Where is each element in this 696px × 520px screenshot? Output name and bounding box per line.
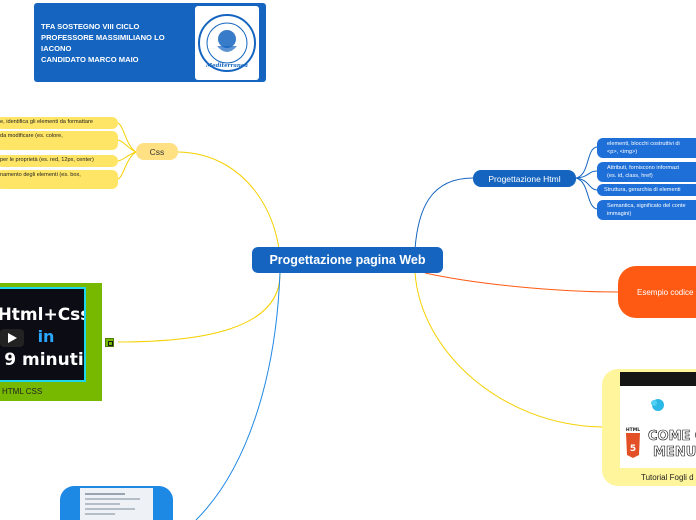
video-title-line-3: 9 minuti: [4, 350, 83, 370]
video-caption: HTML CSS: [2, 387, 43, 396]
svg-text:5: 5: [630, 444, 636, 454]
html5-badge-label: HTML: [626, 427, 640, 433]
header-line-4: CANDIDATO MARCO MAIO: [41, 55, 139, 64]
esempio-codice-node[interactable]: Esempio codice: [618, 266, 696, 318]
bottom-image-thumbnail[interactable]: [80, 488, 153, 520]
central-topic[interactable]: Progettazione pagina Web: [252, 247, 443, 273]
html-item-1[interactable]: elementi, blocchi costruttivi di <p>, <i…: [597, 138, 696, 158]
tutorial-node[interactable]: 5 HTML COME C MENU Tutorial Fogli d: [602, 369, 696, 486]
central-topic-label: Progettazione pagina Web: [269, 253, 426, 267]
header-line-3: IACONO: [41, 44, 72, 53]
html-item-2[interactable]: Attributi, forniscono informazi (es. id,…: [597, 162, 696, 182]
connector-central-esempio: [424, 272, 619, 293]
connector-html-item-1: [575, 146, 598, 179]
tutorial-thumbnail[interactable]: 5 HTML COME C MENU: [620, 372, 696, 468]
header-line-2: PROFESSORE MASSIMILIANO LO: [41, 33, 165, 42]
video-thumbnail[interactable]: Html+Css in 9 minuti: [0, 287, 90, 382]
css-item-3[interactable]: per le proprietà (es. red, 12px, center): [0, 155, 118, 167]
connector-css-item-4: [117, 151, 137, 180]
connector-central-video: [117, 271, 281, 343]
header-line-1: TFA SOSTEGNO VIII CICLO: [41, 22, 140, 31]
html-item-1-line-2: <p>, <img>): [607, 149, 638, 155]
html-item-2-line-2: (es. id, class, href): [607, 173, 653, 179]
header-card: TFA SOSTEGNO VIII CICLO PROFESSORE MASSI…: [34, 3, 266, 82]
connector-central-html: [414, 177, 474, 250]
html-item-4-line-2: immagini): [607, 211, 632, 217]
video-title-line-1: Html+Css: [0, 305, 84, 325]
play-icon: [0, 329, 24, 347]
connector-css-item-1: [117, 122, 137, 153]
connector-css-item-2: [117, 139, 137, 153]
tutorial-thumb-text-1: COME C: [648, 429, 696, 444]
html-item-2-line-1: Attributi, forniscono informazi: [607, 165, 680, 171]
esempio-codice-label: Esempio codice: [637, 287, 694, 297]
html-item-3-line-1: Struttura, gerarchia di elementi: [604, 187, 681, 193]
progettazione-html-label: Progettazione Html: [488, 173, 561, 184]
css-item-4[interactable]: namento degli elementi (es. box,: [0, 170, 118, 189]
video-node[interactable]: Html+Css in 9 minuti HTML CSS: [0, 283, 102, 401]
css-item-4-label: namento degli elementi (es. box,: [0, 172, 81, 178]
html5-badge-icon: 5 HTML: [626, 427, 640, 458]
connector-html-item-4: [575, 177, 598, 210]
css-node-label: Css: [149, 146, 165, 157]
tutorial-caption: Tutorial Fogli d: [641, 473, 694, 482]
connector-central-bottom: [195, 271, 281, 520]
css-item-2[interactable]: da modificare (es. colore,: [0, 131, 118, 150]
css-item-1[interactable]: e, identifica gli elementi da formattare: [0, 117, 118, 129]
css-node[interactable]: Css: [136, 143, 178, 160]
html-item-4-line-1: Semantica, significato del conte: [607, 203, 686, 209]
html-item-3[interactable]: Struttura, gerarchia di elementi: [597, 184, 696, 196]
css-item-3-label: per le proprietà (es. red, 12px, center): [0, 157, 94, 163]
connector-css-item-3: [117, 151, 137, 162]
link-square-icon[interactable]: [105, 338, 114, 347]
logo-text: Mediterranea: [205, 63, 248, 69]
css-item-2-label: da modificare (es. colore,: [0, 133, 63, 139]
bottom-image-node[interactable]: [60, 486, 173, 520]
tutorial-thumb-text-2: MENU: [653, 445, 696, 460]
css-item-1-label: e, identifica gli elementi da formattare: [0, 119, 93, 125]
university-seal-icon: Mediterranea: [195, 6, 259, 80]
html-item-4[interactable]: Semantica, significato del conte immagin…: [597, 200, 696, 220]
progettazione-html-node[interactable]: Progettazione Html: [473, 170, 576, 187]
header-text: TFA SOSTEGNO VIII CICLO PROFESSORE MASSI…: [41, 21, 181, 65]
connector-central-tutorial: [414, 271, 603, 428]
video-title-line-2: in: [38, 327, 55, 346]
tutorial-thumb-menubar: [620, 372, 696, 386]
html-item-1-line-1: elementi, blocchi costruttivi di: [607, 141, 680, 147]
connector-html-item-2: [575, 170, 598, 179]
connector-html-item-3: [575, 177, 598, 191]
